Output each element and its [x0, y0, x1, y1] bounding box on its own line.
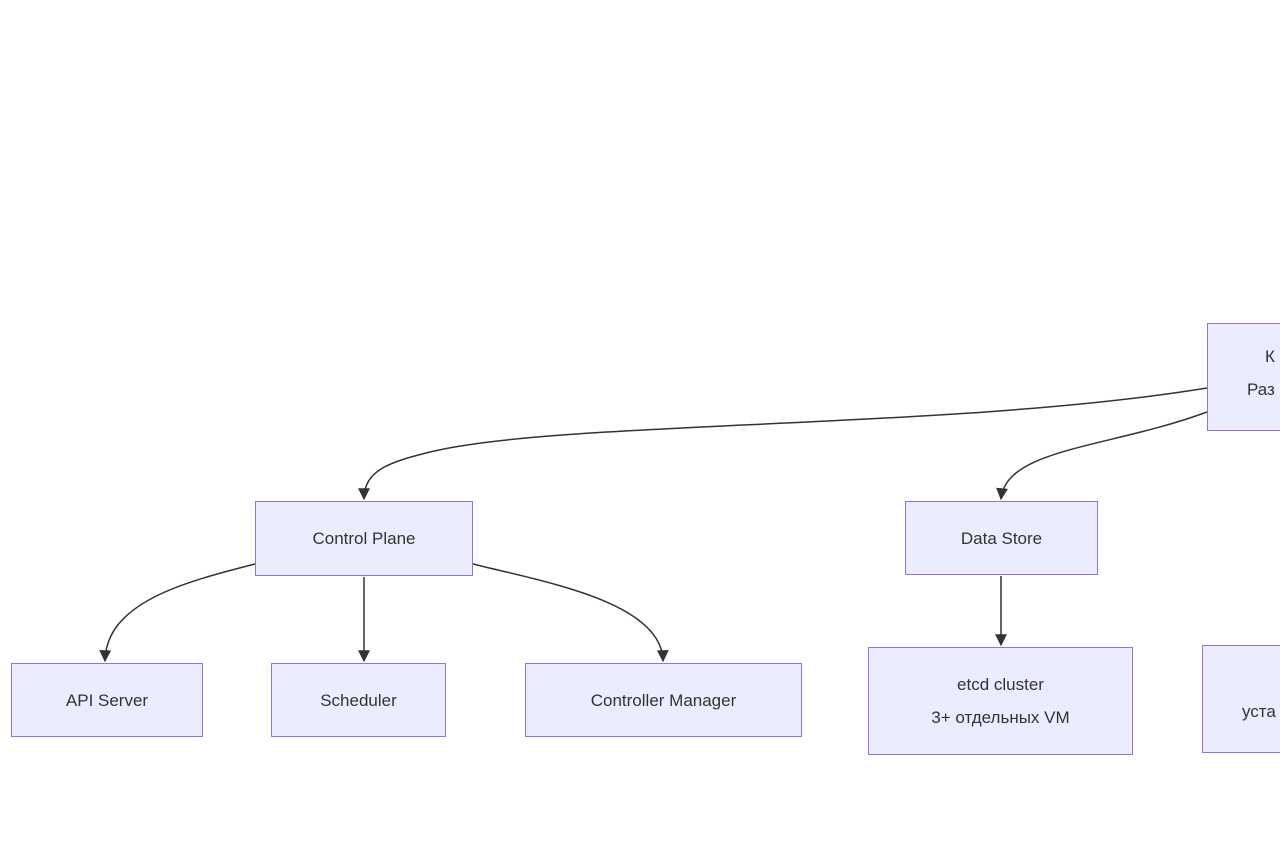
- edge-root-to-data-store: [996, 411, 1208, 501]
- node-control-plane-label: Control Plane: [312, 529, 416, 548]
- edge-control-plane-to-api-server: [99, 563, 256, 663]
- node-api-server: API Server: [11, 663, 203, 737]
- node-data-store: Data Store: [905, 501, 1098, 575]
- node-controller-manager-label: Controller Manager: [590, 690, 737, 710]
- node-api-server-label: API Server: [65, 690, 149, 710]
- node-controller-manager: Controller Manager: [525, 663, 802, 737]
- node-etcd-cluster-line1: etcd cluster: [957, 675, 1044, 694]
- edge-control-plane-to-controller-manager: [472, 563, 669, 663]
- node-bottom-right-line2: уста: [1242, 702, 1276, 721]
- node-scheduler-label: Scheduler: [320, 690, 397, 710]
- node-root-cluster-partial: К Раз: [1207, 323, 1280, 431]
- node-data-store-label: Data Store: [960, 528, 1043, 548]
- node-bottom-right-partial: уста: [1202, 645, 1280, 753]
- node-root-line2: Раз: [1247, 380, 1275, 399]
- node-etcd-cluster-line2: 3+ отдельных VM: [931, 708, 1070, 727]
- node-etcd-cluster: etcd cluster 3+ отдельных VM: [868, 647, 1133, 755]
- edge-root-to-control-plane: [358, 387, 1208, 501]
- node-control-plane: Control Plane: [255, 501, 473, 576]
- node-scheduler: Scheduler: [271, 663, 446, 737]
- node-root-line1: К: [1265, 347, 1275, 366]
